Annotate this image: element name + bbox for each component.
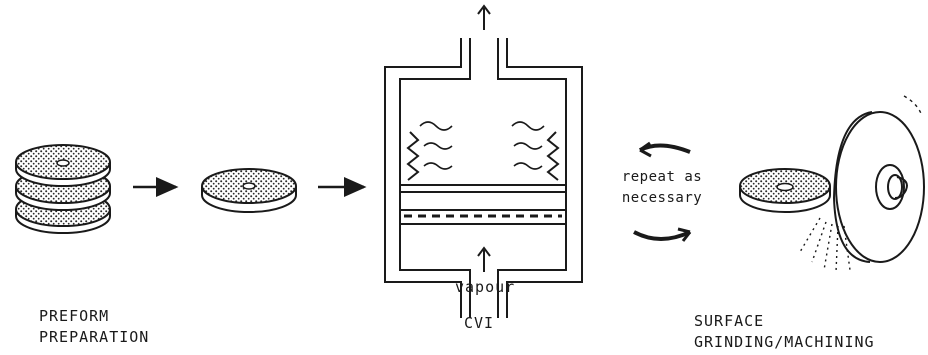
stage-label-line: PREPARATION	[39, 328, 150, 346]
stage-label-surface: SURFACE GRINDING/MACHINING	[694, 311, 875, 353]
cycle-arrow-icon	[633, 141, 692, 242]
stage-label-cvi: CVI	[464, 313, 494, 334]
vapour-label: vapour	[455, 277, 515, 298]
cvi-chamber-icon	[384, 4, 583, 318]
stage-label-line: SURFACE	[694, 312, 765, 330]
disk-icon	[201, 168, 297, 213]
stage-label-line: CVI	[464, 314, 495, 332]
disk-icon	[739, 168, 831, 213]
grinding-wheel-icon	[799, 95, 925, 273]
stage-label-preform: PREFORM PREPARATION	[39, 306, 149, 348]
cycle-label-line: repeat as	[621, 169, 703, 185]
cycle-label: repeat as necessary	[606, 167, 718, 209]
stacked-disk-icon	[15, 144, 111, 234]
stage-label-line: GRINDING/MACHINING	[694, 333, 875, 351]
stage-label-line: PREFORM	[39, 307, 110, 325]
vapour-text: vapour	[455, 278, 516, 296]
cycle-label-line: necessary	[621, 190, 703, 206]
